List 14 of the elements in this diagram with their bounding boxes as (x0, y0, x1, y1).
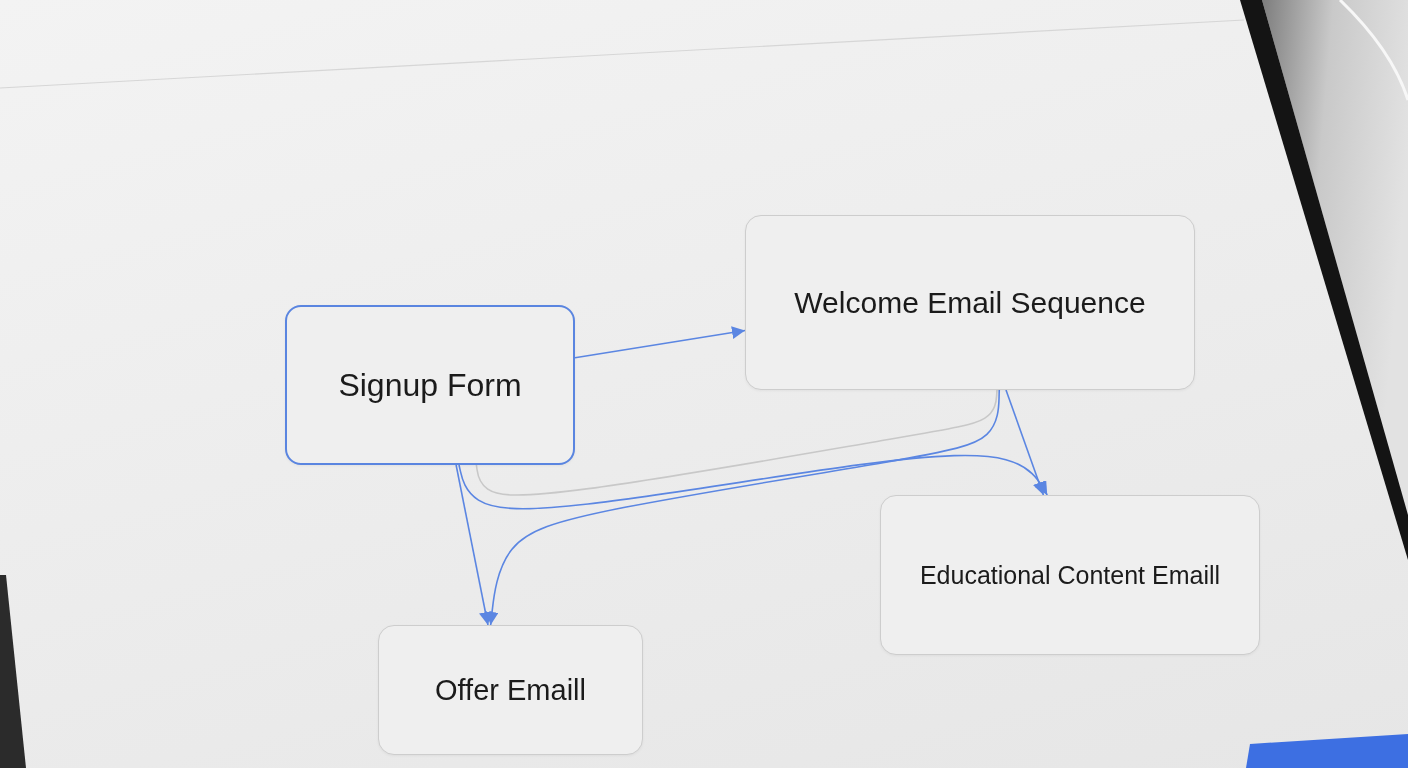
box-label: Signup Form (338, 365, 522, 405)
arrow (458, 454, 1048, 510)
process-box (745, 215, 1195, 390)
arrow (1005, 389, 1046, 496)
arrow (455, 464, 492, 626)
arrow (485, 389, 1001, 626)
arrow (574, 326, 746, 359)
process-box (880, 495, 1260, 655)
connector-line (475, 389, 998, 496)
box-label: Welcome Email Sequence (794, 284, 1146, 321)
box-label: Offer Emaill (435, 672, 586, 708)
box-label: Educational Content Emaill (919, 560, 1221, 590)
process-box (378, 625, 643, 755)
process-box (285, 305, 575, 465)
